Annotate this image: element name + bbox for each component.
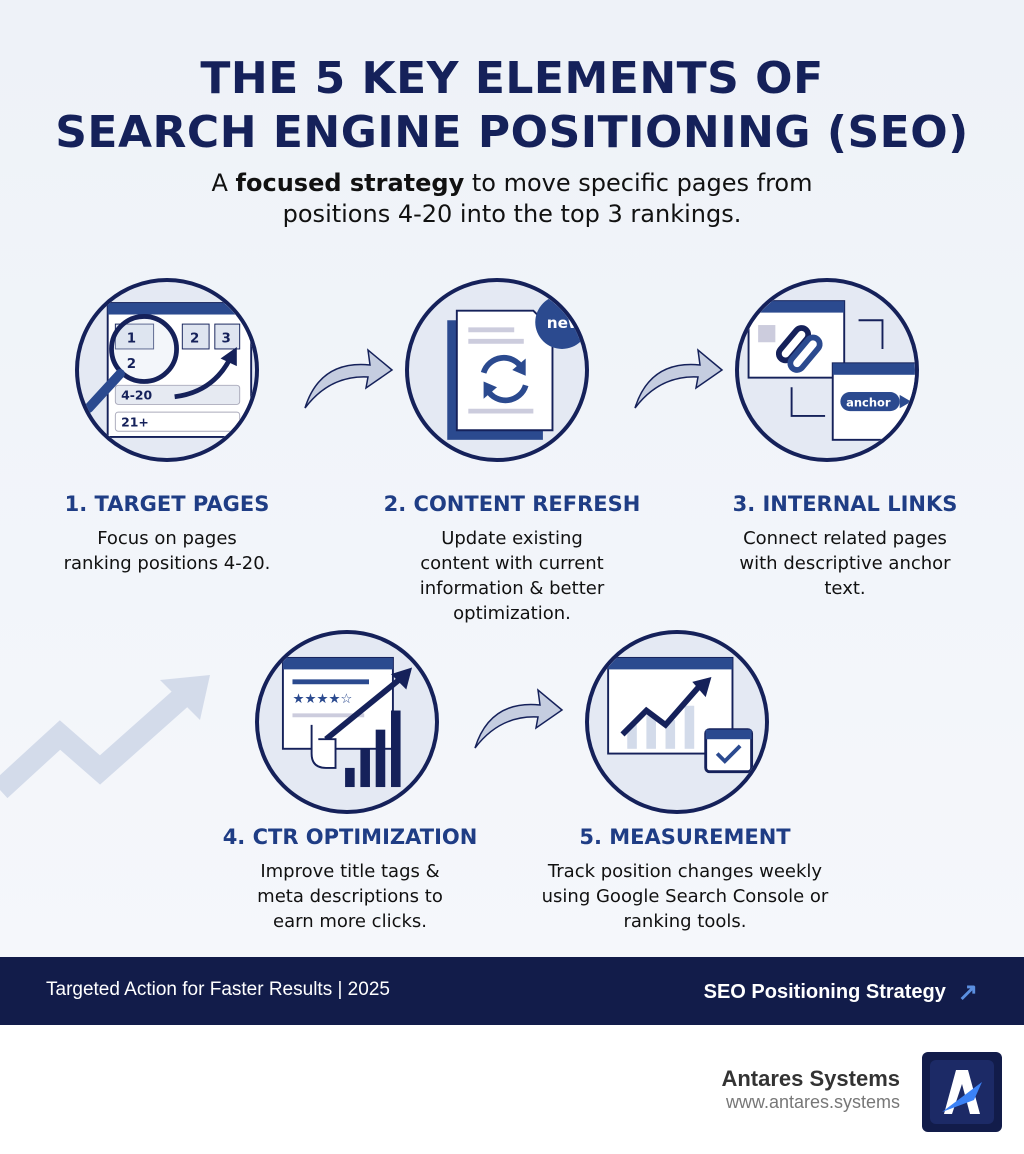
flow-arrow-icon [634, 348, 724, 409]
subtitle: A focused strategy to move specific page… [211, 169, 813, 228]
flow-arrow-icon [304, 348, 394, 409]
content-refresh-icon: new [405, 278, 589, 462]
brand-logo [922, 1052, 1002, 1132]
measurement-icon [585, 630, 769, 814]
svg-text:new: new [547, 314, 582, 332]
ctr-optimization-icon: ★★★★☆ [255, 630, 439, 814]
brand: Antares Systems www.antares.systems [721, 1066, 900, 1112]
page-title: THE 5 KEY ELEMENTS OF SEARCH ENGINE POSI… [55, 53, 969, 158]
footer-band: Targeted Action for Faster Results | 202… [0, 957, 1024, 1025]
svg-text:2: 2 [190, 331, 199, 346]
svg-text:★★★★☆: ★★★★☆ [292, 692, 352, 707]
infographic: THE 5 KEY ELEMENTS OF SEARCH ENGINE POSI… [0, 0, 1024, 957]
arrow-up-right-icon: ↗ [957, 979, 978, 1006]
internal-links-icon: anchor [735, 278, 919, 462]
svg-text:1: 1 [127, 331, 136, 346]
footer-tagline: Targeted Action for Faster Results | 202… [46, 979, 390, 1000]
svg-text:4-20: 4-20 [121, 388, 152, 403]
svg-text:anchor: anchor [846, 395, 891, 409]
flow-arrow-icon [474, 688, 564, 749]
footer-strategy-link: SEO Positioning Strategy↗ [703, 979, 978, 1006]
svg-text:3: 3 [222, 331, 231, 346]
background-trend-arrow-icon [0, 675, 210, 799]
svg-text:2: 2 [127, 357, 136, 372]
svg-text:21+: 21+ [121, 414, 149, 429]
target-pages-icon: 1 2 3 2 4-20 21+ [75, 278, 259, 462]
